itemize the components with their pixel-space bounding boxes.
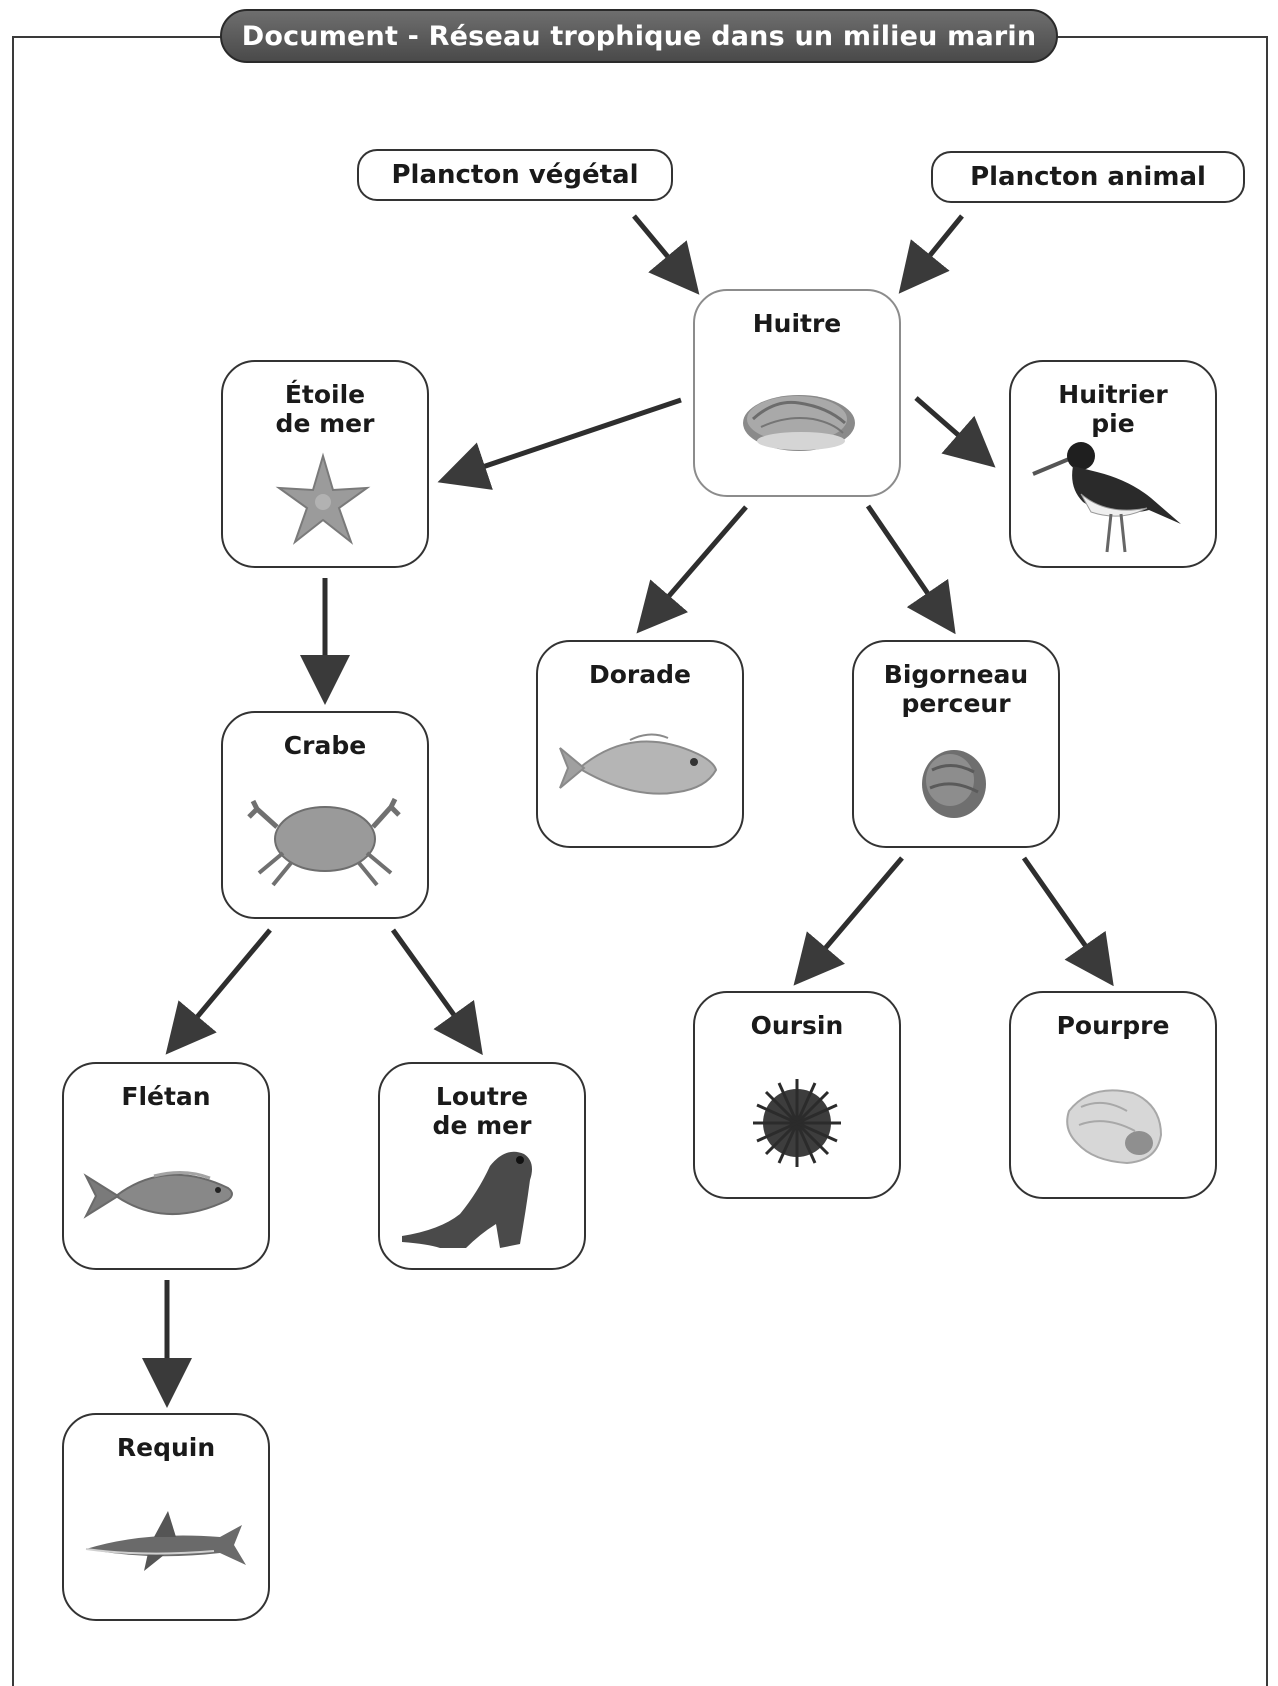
node-label: Dorade bbox=[589, 660, 691, 689]
node-fletan: Flétan bbox=[62, 1062, 270, 1270]
document-title: Document - Réseau trophique dans un mili… bbox=[220, 9, 1058, 63]
node-oursin: Oursin bbox=[693, 991, 901, 1199]
oystercatcher-icon bbox=[1032, 442, 1181, 553]
node-huitre: Huitre bbox=[693, 289, 901, 497]
node-label: Requin bbox=[116, 1433, 216, 1462]
node-dorade: Dorade bbox=[536, 640, 744, 848]
node-bigorneau-perceur: Bigorneau perceur bbox=[852, 640, 1060, 848]
halibut-icon bbox=[83, 1171, 233, 1219]
sea-otter-icon bbox=[402, 1151, 532, 1248]
node-etoile-de-mer: Étoile de mer bbox=[221, 360, 429, 568]
node-label: Pourpre bbox=[1056, 1011, 1170, 1040]
oyster-icon bbox=[743, 395, 855, 451]
node-pourpre: Pourpre bbox=[1009, 991, 1217, 1199]
sea-bream-icon bbox=[559, 733, 718, 795]
source-plancton-vegetal: Plancton végétal bbox=[357, 149, 673, 201]
node-label: Loutre de mer bbox=[432, 1082, 532, 1140]
node-label: Oursin bbox=[750, 1011, 844, 1040]
crab-icon bbox=[247, 797, 401, 887]
node-loutre-de-mer: Loutre de mer bbox=[378, 1062, 586, 1270]
source-plancton-animal: Plancton animal bbox=[931, 151, 1245, 203]
node-label: Bigorneau perceur bbox=[883, 660, 1029, 718]
node-crabe: Crabe bbox=[221, 711, 429, 919]
shark-icon bbox=[85, 1511, 246, 1571]
node-label: Étoile de mer bbox=[275, 380, 375, 438]
drill-snail-icon bbox=[922, 750, 986, 818]
starfish-icon bbox=[275, 452, 371, 545]
node-label: Huitrier pie bbox=[1058, 380, 1168, 438]
node-huitrier-pie: Huitrier pie bbox=[1009, 360, 1217, 568]
node-label: Huitre bbox=[752, 309, 842, 338]
node-label: Flétan bbox=[121, 1082, 211, 1111]
sea-urchin-icon bbox=[753, 1079, 841, 1167]
dog-whelk-icon bbox=[1066, 1089, 1163, 1165]
node-requin: Requin bbox=[62, 1413, 270, 1621]
node-label: Crabe bbox=[283, 731, 367, 760]
